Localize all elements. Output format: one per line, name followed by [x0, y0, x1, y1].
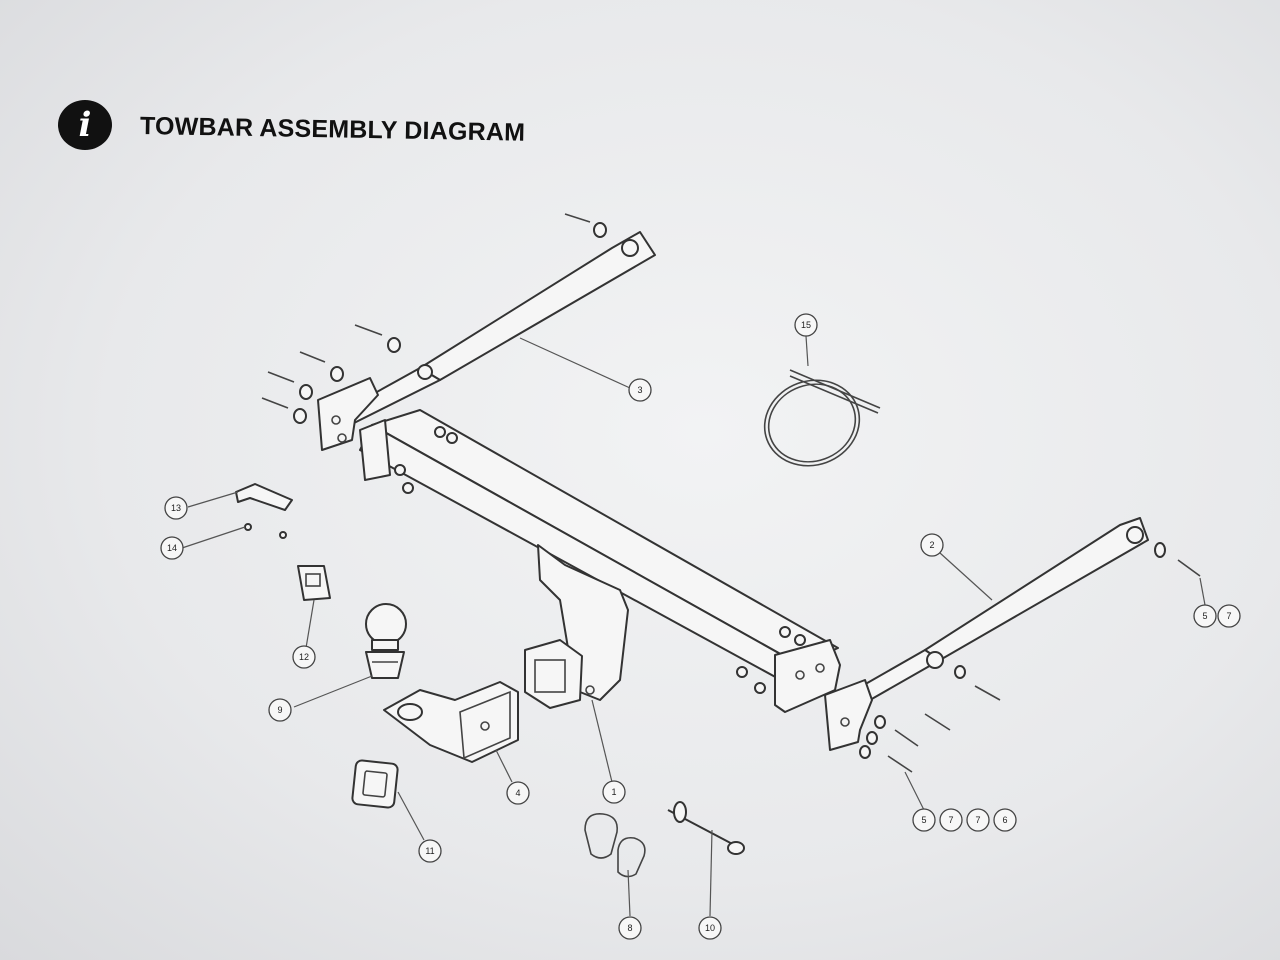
- callout-10-label: 10: [705, 923, 715, 933]
- callout-7c-label: 7: [975, 815, 980, 825]
- callout-14-label: 14: [167, 543, 177, 553]
- ball-mount: [383, 681, 519, 763]
- callout-3: 3: [628, 378, 652, 402]
- callout-6-label: 6: [1002, 815, 1007, 825]
- callout-4: 4: [506, 781, 530, 805]
- callout-12: 12: [292, 645, 316, 669]
- callout-5b-label: 5: [921, 815, 926, 825]
- callout-8: 8: [618, 916, 642, 940]
- callout-7a-label: 7: [1226, 611, 1231, 621]
- label-plate: [297, 565, 331, 601]
- callout-11: 11: [418, 839, 442, 863]
- callout-12-label: 12: [299, 652, 309, 662]
- wire-coil: [763, 369, 881, 467]
- tow-ball: [365, 603, 407, 679]
- callout-1-label: 1: [611, 787, 616, 797]
- callout-10: 10: [698, 916, 722, 940]
- callout-11-label: 11: [425, 846, 434, 856]
- callout-9: 9: [268, 698, 292, 722]
- callout-13: 13: [164, 496, 188, 520]
- callout-1: 1: [602, 780, 626, 804]
- locking-pin: [667, 801, 745, 855]
- callout-2: 2: [920, 533, 944, 557]
- callout-15-label: 15: [801, 320, 811, 330]
- callout-13-label: 13: [171, 503, 181, 513]
- leader-lines: [181, 335, 1206, 917]
- right-arm-bolts: [859, 542, 1201, 773]
- info-icon-glyph: i: [78, 105, 92, 145]
- left-arm-bolts: [261, 213, 607, 424]
- callout-4-label: 4: [515, 788, 520, 798]
- callout-15: 15: [794, 313, 818, 337]
- receiver-collar: [351, 759, 399, 809]
- socket-bracket: [235, 483, 293, 539]
- callout-group-5-7: 5 7: [1193, 604, 1241, 628]
- info-icon: i: [58, 100, 112, 150]
- callout-9-label: 9: [277, 705, 282, 715]
- callout-7b-label: 7: [948, 815, 953, 825]
- callout-5a-label: 5: [1202, 611, 1207, 621]
- callout-2-label: 2: [929, 540, 934, 550]
- main-cross-bar: [359, 409, 841, 713]
- hitch-receiver: [524, 544, 629, 709]
- callout-group-5-7-7-6: 5 7 7 6: [912, 808, 1017, 832]
- callout-3-label: 3: [637, 385, 642, 395]
- callout-8-label: 8: [627, 923, 632, 933]
- safety-shackles: [584, 813, 646, 878]
- left-side-arm: [317, 231, 656, 451]
- callout-14: 14: [160, 536, 184, 560]
- right-side-arm: [824, 517, 1149, 751]
